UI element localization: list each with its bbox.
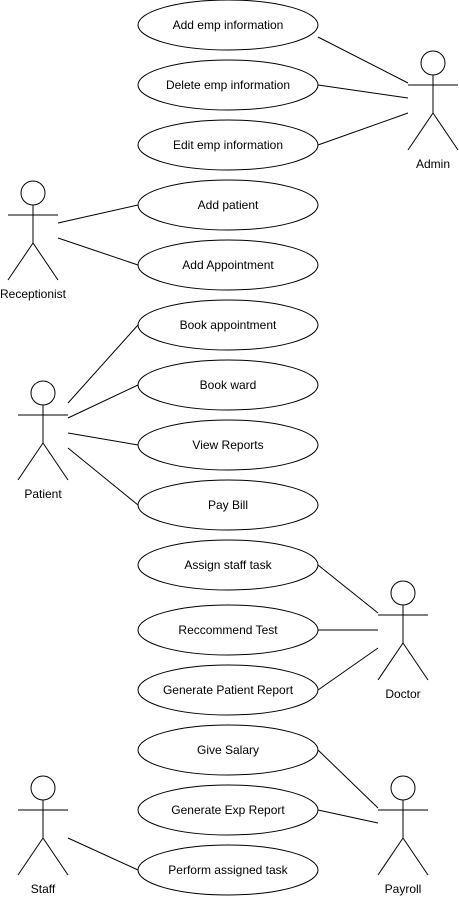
actor-right-leg xyxy=(402,837,429,876)
use-case-perform-task[interactable]: Perform assigned task xyxy=(137,844,319,896)
use-case-give-salary[interactable]: Give Salary xyxy=(137,724,319,776)
use-case-label: Add Appointment xyxy=(182,258,274,272)
actor-payroll[interactable]: Payroll xyxy=(377,775,429,896)
actor-left-leg xyxy=(377,642,404,681)
association-admin-add-emp xyxy=(317,36,409,84)
associations xyxy=(57,36,409,871)
use-case-label: Generate Exp Report xyxy=(171,803,285,817)
use-case-ellipse xyxy=(137,724,319,776)
association-admin-delete-emp xyxy=(317,84,409,99)
actor-head xyxy=(30,380,56,406)
use-case-label: Perform assigned task xyxy=(168,863,288,877)
use-case-ellipse xyxy=(137,419,319,471)
actor-staff[interactable]: Staff xyxy=(17,775,69,896)
actor-label: Doctor xyxy=(385,687,420,701)
use-case-book-ward[interactable]: Book ward xyxy=(137,359,319,411)
association-admin-edit-emp xyxy=(317,112,409,146)
actor-right-leg xyxy=(42,837,69,876)
use-case-edit-emp[interactable]: Edit emp information xyxy=(137,119,319,171)
actor-doctor[interactable]: Doctor xyxy=(377,580,429,701)
use-case-label: Pay Bill xyxy=(208,498,248,512)
use-case-label: Add patient xyxy=(198,198,259,212)
association-patient-book-ward xyxy=(67,384,139,419)
use-case-pay-bill[interactable]: Pay Bill xyxy=(137,479,319,531)
use-case-label: Generate Patient Report xyxy=(163,683,294,697)
use-case-ellipse xyxy=(137,59,319,111)
actor-left-leg xyxy=(17,837,44,876)
use-case-ellipse xyxy=(137,604,319,656)
actor-label: Receptionist xyxy=(0,287,67,301)
actor-head xyxy=(20,180,46,206)
association-doctor-generate-patient-report xyxy=(317,647,379,691)
use-case-ellipse xyxy=(137,239,319,291)
use-case-ellipse xyxy=(137,0,319,51)
use-case-ellipse xyxy=(137,664,319,716)
association-receptionist-add-appointment xyxy=(57,237,139,266)
actor-head xyxy=(420,50,446,76)
actor-label: Patient xyxy=(24,487,62,501)
actor-head xyxy=(390,580,416,606)
use-case-ellipse xyxy=(137,479,319,531)
association-payroll-give-salary xyxy=(317,749,379,809)
association-payroll-generate-exp-report xyxy=(317,809,379,824)
use-case-ellipse xyxy=(137,119,319,171)
actor-left-leg xyxy=(407,112,434,151)
use-case-label: Delete emp information xyxy=(166,78,290,92)
actor-left-leg xyxy=(377,837,404,876)
actor-left-leg xyxy=(7,242,34,281)
association-staff-perform-task xyxy=(67,837,139,871)
use-case-book-appointment[interactable]: Book appointment xyxy=(137,299,319,351)
association-patient-view-reports xyxy=(67,432,139,446)
use-case-ellipse xyxy=(137,844,319,896)
actor-right-leg xyxy=(402,642,429,681)
use-case-add-emp[interactable]: Add emp information xyxy=(137,0,319,51)
actor-right-leg xyxy=(42,442,69,481)
use-case-add-patient[interactable]: Add patient xyxy=(137,179,319,231)
association-receptionist-add-patient xyxy=(57,204,139,224)
use-case-ellipse xyxy=(137,539,319,591)
use-case-generate-exp-report[interactable]: Generate Exp Report xyxy=(137,784,319,836)
actor-head xyxy=(390,775,416,801)
use-case-label: Give Salary xyxy=(197,743,259,757)
use-case-ellipse xyxy=(137,179,319,231)
use-case-delete-emp[interactable]: Delete emp information xyxy=(137,59,319,111)
actor-receptionist[interactable]: Receptionist xyxy=(0,180,67,301)
use-case-label: View Reports xyxy=(192,438,263,452)
use-case-add-appointment[interactable]: Add Appointment xyxy=(137,239,319,291)
actor-right-leg xyxy=(32,242,59,281)
use-case-ellipse xyxy=(137,299,319,351)
use-case-label: Add emp information xyxy=(173,18,284,32)
use-case-label: Edit emp information xyxy=(173,138,283,152)
use-case-view-reports[interactable]: View Reports xyxy=(137,419,319,471)
use-case-label: Reccommend Test xyxy=(178,623,278,637)
actor-label: Payroll xyxy=(385,882,422,896)
actor-label: Staff xyxy=(31,882,56,896)
actor-patient[interactable]: Patient xyxy=(17,380,69,501)
actor-right-leg xyxy=(432,112,459,151)
use-case-ellipse xyxy=(137,784,319,836)
actor-admin[interactable]: Admin xyxy=(407,50,459,171)
actor-left-leg xyxy=(17,442,44,481)
actor-label: Admin xyxy=(416,157,450,171)
association-doctor-assign-staff-task xyxy=(317,564,379,614)
actor-head xyxy=(30,775,56,801)
use-case-label: Book ward xyxy=(200,378,257,392)
use-case-ellipse xyxy=(137,359,319,411)
use-case-generate-patient-report[interactable]: Generate Patient Report xyxy=(137,664,319,716)
use-case-recommend-test[interactable]: Reccommend Test xyxy=(137,604,319,656)
association-patient-book-appointment xyxy=(67,324,139,404)
use-case-label: Book appointment xyxy=(180,318,277,332)
use-case-label: Assign staff task xyxy=(184,558,272,572)
association-patient-pay-bill xyxy=(67,447,139,506)
use-case-assign-staff-task[interactable]: Assign staff task xyxy=(137,539,319,591)
